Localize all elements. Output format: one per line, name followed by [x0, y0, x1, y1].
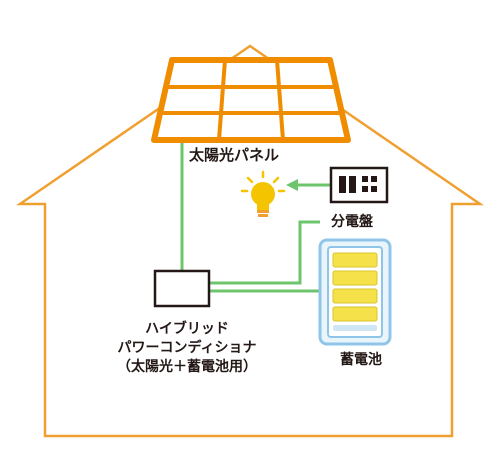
distribution-board-label: 分電盤 [331, 214, 373, 230]
power-conditioner-label-line-2: パワーコンディショナ [117, 340, 257, 356]
arrow-head-icon [286, 179, 298, 191]
power-conditioner-label: ハイブリッド パワーコンディショナ （太陽光＋蓄電池用） [72, 320, 302, 377]
light-bulb-icon [240, 170, 286, 217]
solar-panel-col-line-1 [217, 59, 227, 141]
solar-panel-icon [151, 57, 351, 143]
wire-conditioner-to-battery-upper [209, 220, 320, 285]
distribution-board-icon [329, 166, 389, 204]
solar-panel-frame [151, 57, 351, 143]
wires [180, 140, 330, 293]
storage-battery-icon [318, 238, 392, 346]
power-conditioner-label-line-3: （太陽光＋蓄電池用） [117, 359, 257, 375]
solar-panel-label: 太陽光パネル [189, 146, 280, 164]
power-conditioner-label-line-1: ハイブリッド [145, 321, 229, 337]
solar-panel-col-line-2 [275, 59, 285, 141]
storage-battery-label: 蓄電池 [340, 352, 382, 368]
power-conditioner-icon [153, 269, 211, 308]
